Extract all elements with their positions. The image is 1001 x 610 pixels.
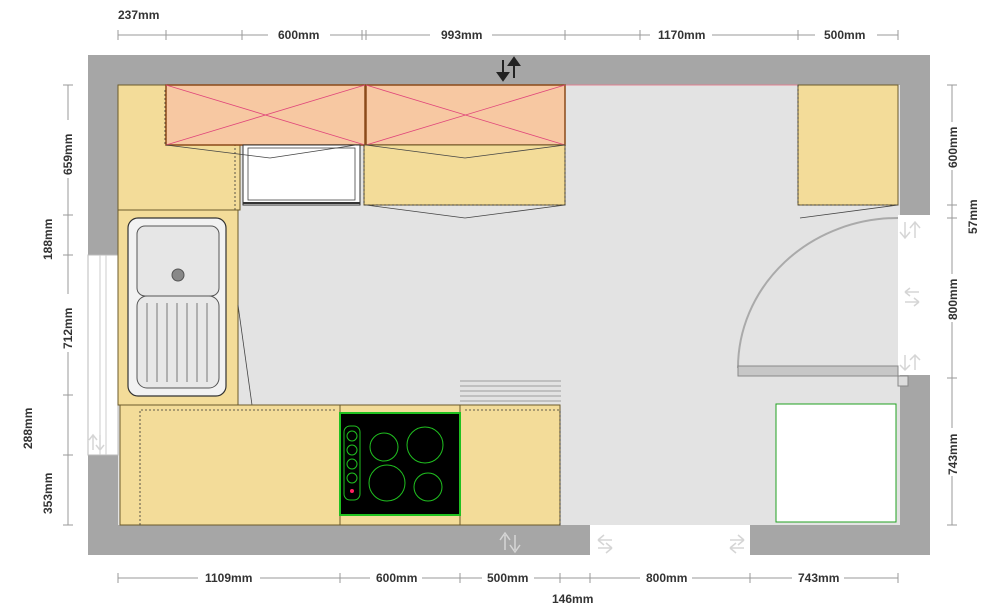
dim-top-4: 1170mm [658,28,705,42]
left-window [87,254,119,456]
wall-cabinet-right[interactable] [365,84,566,146]
hob-icon[interactable] [339,412,461,516]
top-right-cabinet[interactable] [797,84,899,206]
drawer-lines [460,380,561,402]
dim-left-5: 353mm [41,473,55,514]
right-door-swing [737,217,909,387]
dim-left-2: 188mm [41,219,55,260]
dim-bottom-2: 600mm [376,571,417,585]
dim-bottom-3: 500mm [487,571,528,585]
dim-top-5: 500mm [824,28,865,42]
dim-left-3: 712mm [61,308,75,349]
wall-cabinet-left[interactable] [165,84,366,146]
dim-right-3: 800mm [946,279,960,320]
bottom-door-opening [590,525,750,555]
dim-right-2: 57mm [966,199,980,234]
right-door-opening [898,215,930,375]
top-base-cabinet[interactable] [363,144,566,206]
bottom-dimension-line [117,570,899,586]
dim-bottom-5: 743mm [798,571,839,585]
bottom-left-base-cabinet[interactable] [119,404,341,526]
up-down-arrows-icon [496,56,521,82]
dim-top-1: 237mm [118,8,159,22]
dim-right-1: 600mm [946,127,960,168]
dim-left-4: 288mm [21,408,35,449]
door-arrows-faint [88,220,921,554]
dim-bottom-6: 146mm [552,592,593,606]
dim-bottom-4: 800mm [646,571,687,585]
dim-top-3: 993mm [441,28,482,42]
bottom-right-base-cabinet[interactable] [459,404,561,526]
fridge[interactable] [775,403,897,523]
right-dimension-line [944,84,960,526]
dim-right-4: 743mm [946,434,960,475]
dim-top-2: 600mm [278,28,319,42]
top-dimension-line [117,26,899,42]
left-dimension-line [40,84,76,526]
sink-icon[interactable] [127,217,227,397]
dim-left-1: 659mm [61,134,75,175]
dim-bottom-1: 1109mm [205,571,252,585]
